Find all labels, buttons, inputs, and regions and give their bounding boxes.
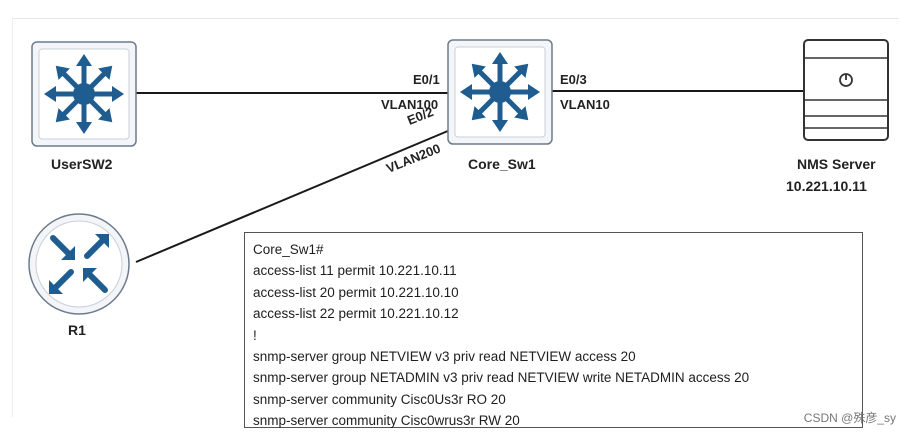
- switch-arrow-head: [528, 84, 540, 100]
- switch-arrow-shaft: [89, 71, 107, 89]
- nms-server-label: NMS Server: [797, 156, 876, 172]
- switch-arrow-head: [44, 86, 56, 102]
- switch-hub-dot: [489, 81, 511, 103]
- nms-server-ip: 10.221.10.11: [786, 178, 867, 194]
- port-e0-3-label: E0/3: [560, 72, 587, 87]
- config-line: access-list 11 permit 10.221.10.11: [253, 263, 457, 279]
- switch-arrow-head: [471, 63, 486, 78]
- switch-arrow-shaft: [477, 69, 495, 87]
- nms-server-icon[interactable]: [803, 39, 889, 141]
- switch-hub-dot: [73, 83, 95, 105]
- switch-arrow-head: [55, 108, 70, 123]
- config-line: Core_Sw1#: [253, 242, 324, 257]
- diagram-frame: [12, 18, 899, 417]
- port-e0-1-label: E0/1: [413, 72, 440, 87]
- r1-label: R1: [68, 322, 86, 338]
- switch-arrow-head: [98, 65, 113, 80]
- config-line: !: [253, 327, 257, 343]
- switch-arrow-head: [514, 106, 529, 121]
- switch-arrow-shaft: [61, 99, 79, 117]
- switch-arrow-head: [460, 84, 472, 100]
- link-r1-core: [135, 127, 456, 263]
- switch-arrow-head: [76, 54, 92, 66]
- switch-arrow-shaft: [61, 71, 79, 89]
- switch-arrow-head: [98, 108, 113, 123]
- config-line: snmp-server group NETVIEW v3 priv read N…: [253, 349, 636, 365]
- switch-arrow-head: [492, 52, 508, 64]
- core-sw1-switch-icon[interactable]: [447, 39, 553, 145]
- watermark: CSDN @殊彦_sy: [803, 411, 896, 425]
- config-panel: Core_Sw1# access-list 11 permit 10.221.1…: [244, 232, 863, 428]
- core-sw1-label: Core_Sw1: [468, 156, 536, 172]
- switch-arrow-shaft: [505, 97, 523, 115]
- switch-arrow-head: [471, 106, 486, 121]
- config-line: access-list 22 permit 10.221.10.12: [253, 306, 459, 322]
- switch-arrow-head: [112, 86, 124, 102]
- switch-arrow-head: [492, 120, 508, 132]
- switch-arrow-head: [76, 122, 92, 134]
- config-line: snmp-server community Cisc0Us3r RO 20: [253, 391, 506, 407]
- switch-arrow-shaft: [89, 99, 107, 117]
- usersw2-switch-icon[interactable]: [31, 41, 137, 147]
- switch-arrow-head: [55, 65, 70, 80]
- usersw2-label: UserSW2: [51, 156, 113, 172]
- vlan10-label: VLAN10: [560, 97, 610, 112]
- switch-arrow-shaft: [477, 97, 495, 115]
- config-line: snmp-server community Cisc0wrus3r RW 20: [253, 413, 520, 429]
- r1-router-icon[interactable]: [28, 213, 130, 315]
- switch-arrow-shaft: [505, 69, 523, 87]
- config-line: snmp-server group NETADMIN v3 priv read …: [253, 370, 750, 386]
- vlan100-label: VLAN100: [381, 97, 439, 112]
- switch-arrow-head: [514, 63, 529, 78]
- config-line: access-list 20 permit 10.221.10.10: [253, 284, 459, 300]
